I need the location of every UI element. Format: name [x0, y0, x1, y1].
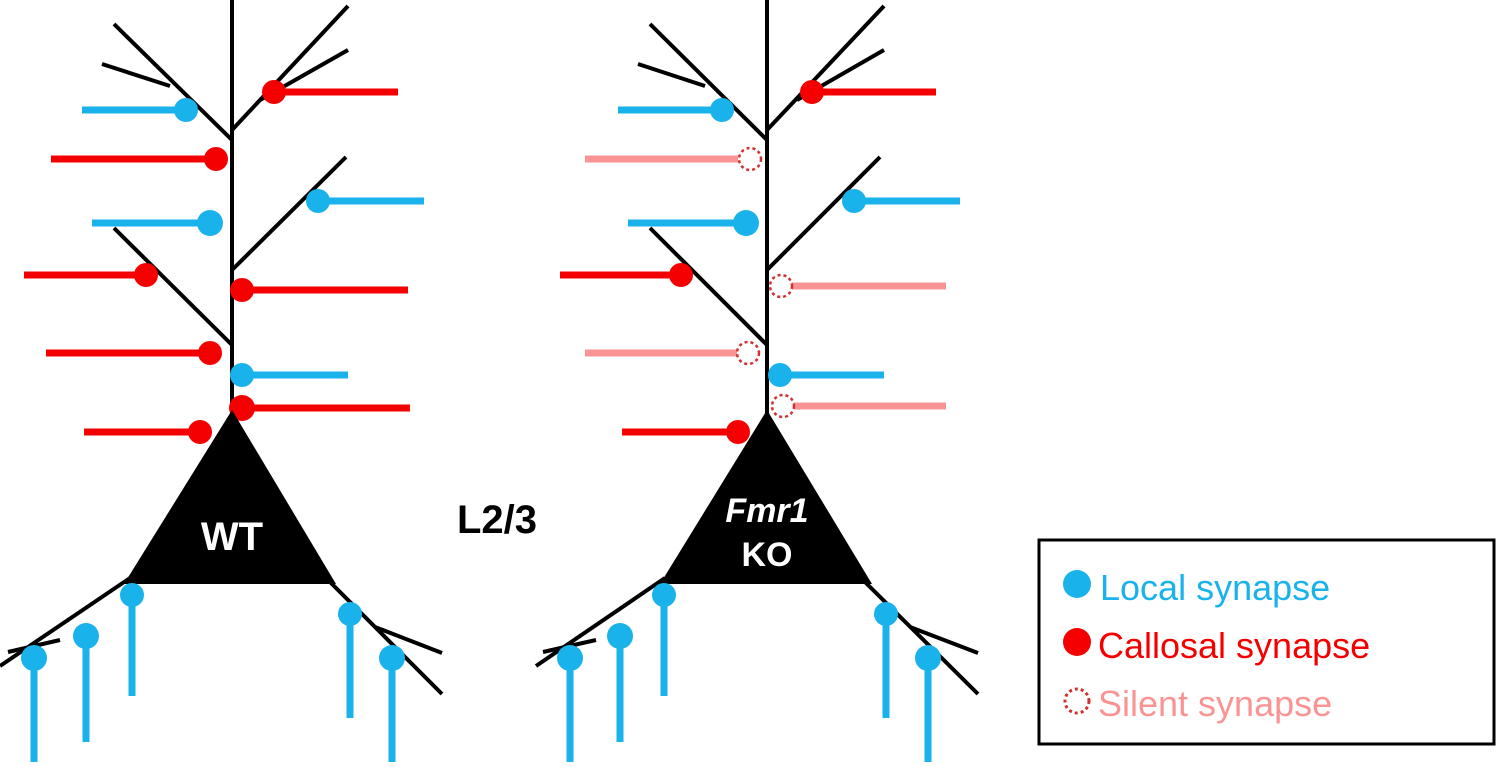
legend-local-marker	[1063, 570, 1091, 598]
ko-callosal-synapse	[669, 263, 693, 287]
ko-local-synapse	[768, 363, 792, 387]
wt-callosal-synapse	[230, 278, 254, 302]
wt-basal-synapses	[21, 583, 405, 762]
wt-local-synapse	[338, 602, 362, 626]
wt-label: WT	[201, 515, 263, 559]
wt-callosal-synapse	[188, 420, 212, 444]
wt-callosal-synapse	[198, 341, 222, 365]
ko-local-synapse	[874, 602, 898, 626]
wt-callosal-synapse	[204, 147, 228, 171]
legend-callosal-label: Callosal synapse	[1098, 625, 1370, 666]
wt-local-synapse	[230, 363, 254, 387]
wt-local-synapse	[306, 189, 330, 213]
ko-silent-synapse	[737, 146, 763, 172]
legend-silent-label: Silent synapse	[1098, 683, 1332, 724]
wt-local-synapse	[73, 623, 99, 649]
ko-local-synapse	[915, 645, 941, 671]
legend-callosal-marker	[1063, 628, 1091, 656]
ko-local-synapse	[710, 98, 734, 122]
legend-box	[1037, 538, 1496, 746]
ko-local-synapse	[842, 189, 866, 213]
ko-dendrites	[534, 0, 980, 696]
ko-basal-synapses	[557, 583, 941, 762]
legend-silent-marker	[1063, 687, 1091, 715]
layer-label: L2/3	[457, 498, 537, 542]
ko-local-synapse	[607, 623, 633, 649]
ko-local-synapse	[733, 210, 759, 236]
wt-local-synapse	[21, 645, 47, 671]
wt-local-synapse	[174, 98, 198, 122]
wt-local-synapse	[197, 210, 223, 236]
wt-callosal-synapse	[229, 395, 255, 421]
ko-silent-synapse	[735, 340, 761, 366]
ko-silent-synapse	[768, 273, 794, 299]
wt-soma	[124, 410, 336, 584]
wt-apical-synapses	[24, 80, 424, 444]
wt-local-synapse	[120, 583, 144, 607]
ko-suffix-label: KO	[742, 536, 793, 574]
ko-callosal-synapse	[726, 420, 750, 444]
ko-silent-synapse	[770, 393, 796, 419]
legend-local-label: Local synapse	[1100, 567, 1330, 608]
ko-local-synapse	[652, 583, 676, 607]
ko-neuron: Fmr1 KO	[534, 0, 980, 762]
ko-callosal-synapse	[800, 80, 824, 104]
wt-callosal-synapse	[134, 263, 158, 287]
ko-local-synapse	[557, 645, 583, 671]
wt-callosal-synapse	[262, 80, 286, 104]
ko-gene-label: Fmr1	[725, 492, 808, 530]
ko-soma	[660, 410, 872, 584]
wt-local-synapse	[379, 645, 405, 671]
wt-dendrites	[0, 0, 444, 696]
legend: Local synapse Callosal synapse Silent sy…	[1037, 538, 1496, 746]
wt-neuron: WT	[0, 0, 444, 762]
ko-apical-synapses	[560, 80, 960, 444]
